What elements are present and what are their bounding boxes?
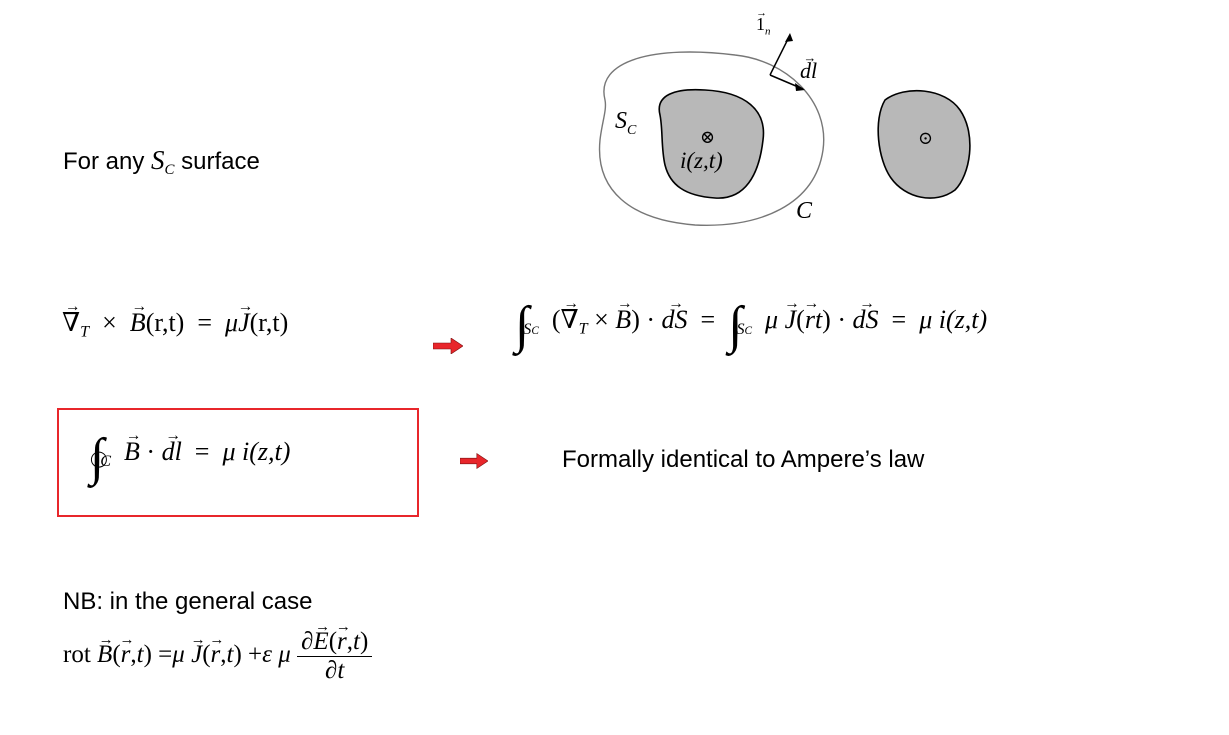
ampere-equation: ∫C B · dl = μ i(z,t)	[90, 432, 290, 484]
dl-label: dl	[800, 58, 817, 84]
intro-symbol: S	[151, 145, 165, 175]
surface-label: SC	[615, 108, 637, 138]
intro-prefix: For any	[63, 148, 152, 175]
contour-c	[598, 51, 825, 226]
conductor-left	[658, 88, 765, 199]
conductor-figure	[598, 33, 971, 226]
current-label: i(z,t)	[680, 148, 723, 173]
intro-symbol-sub: C	[164, 162, 175, 179]
intro-suffix: surface	[174, 148, 260, 175]
ampere-equation-box	[57, 408, 419, 517]
conductor-right	[877, 89, 971, 199]
out-of-page-symbol: ⊙	[918, 128, 934, 148]
into-page-symbol: ⊗	[700, 127, 716, 147]
implies-arrow-2	[460, 453, 488, 469]
unit-normal-label: 1n	[756, 14, 771, 38]
contour-label: C	[796, 198, 813, 224]
integral-equation: ∫SC (∇T × B) · dS = ∫SC μ J(rt) · dS = μ…	[515, 300, 987, 352]
intro-line: For any SC surface	[63, 145, 260, 179]
rot-equation: rot B(r,t) =μ J(r,t) +ε μ ∂E(r,t) ∂t	[63, 628, 373, 685]
nb-note: NB: in the general case	[63, 588, 313, 615]
implies-arrow-1	[433, 338, 463, 354]
curl-equation-left: ∇T × B(r,t) = μJ(r,t)	[62, 308, 288, 342]
ampere-note: Formally identical to Ampere’s law	[562, 446, 925, 473]
